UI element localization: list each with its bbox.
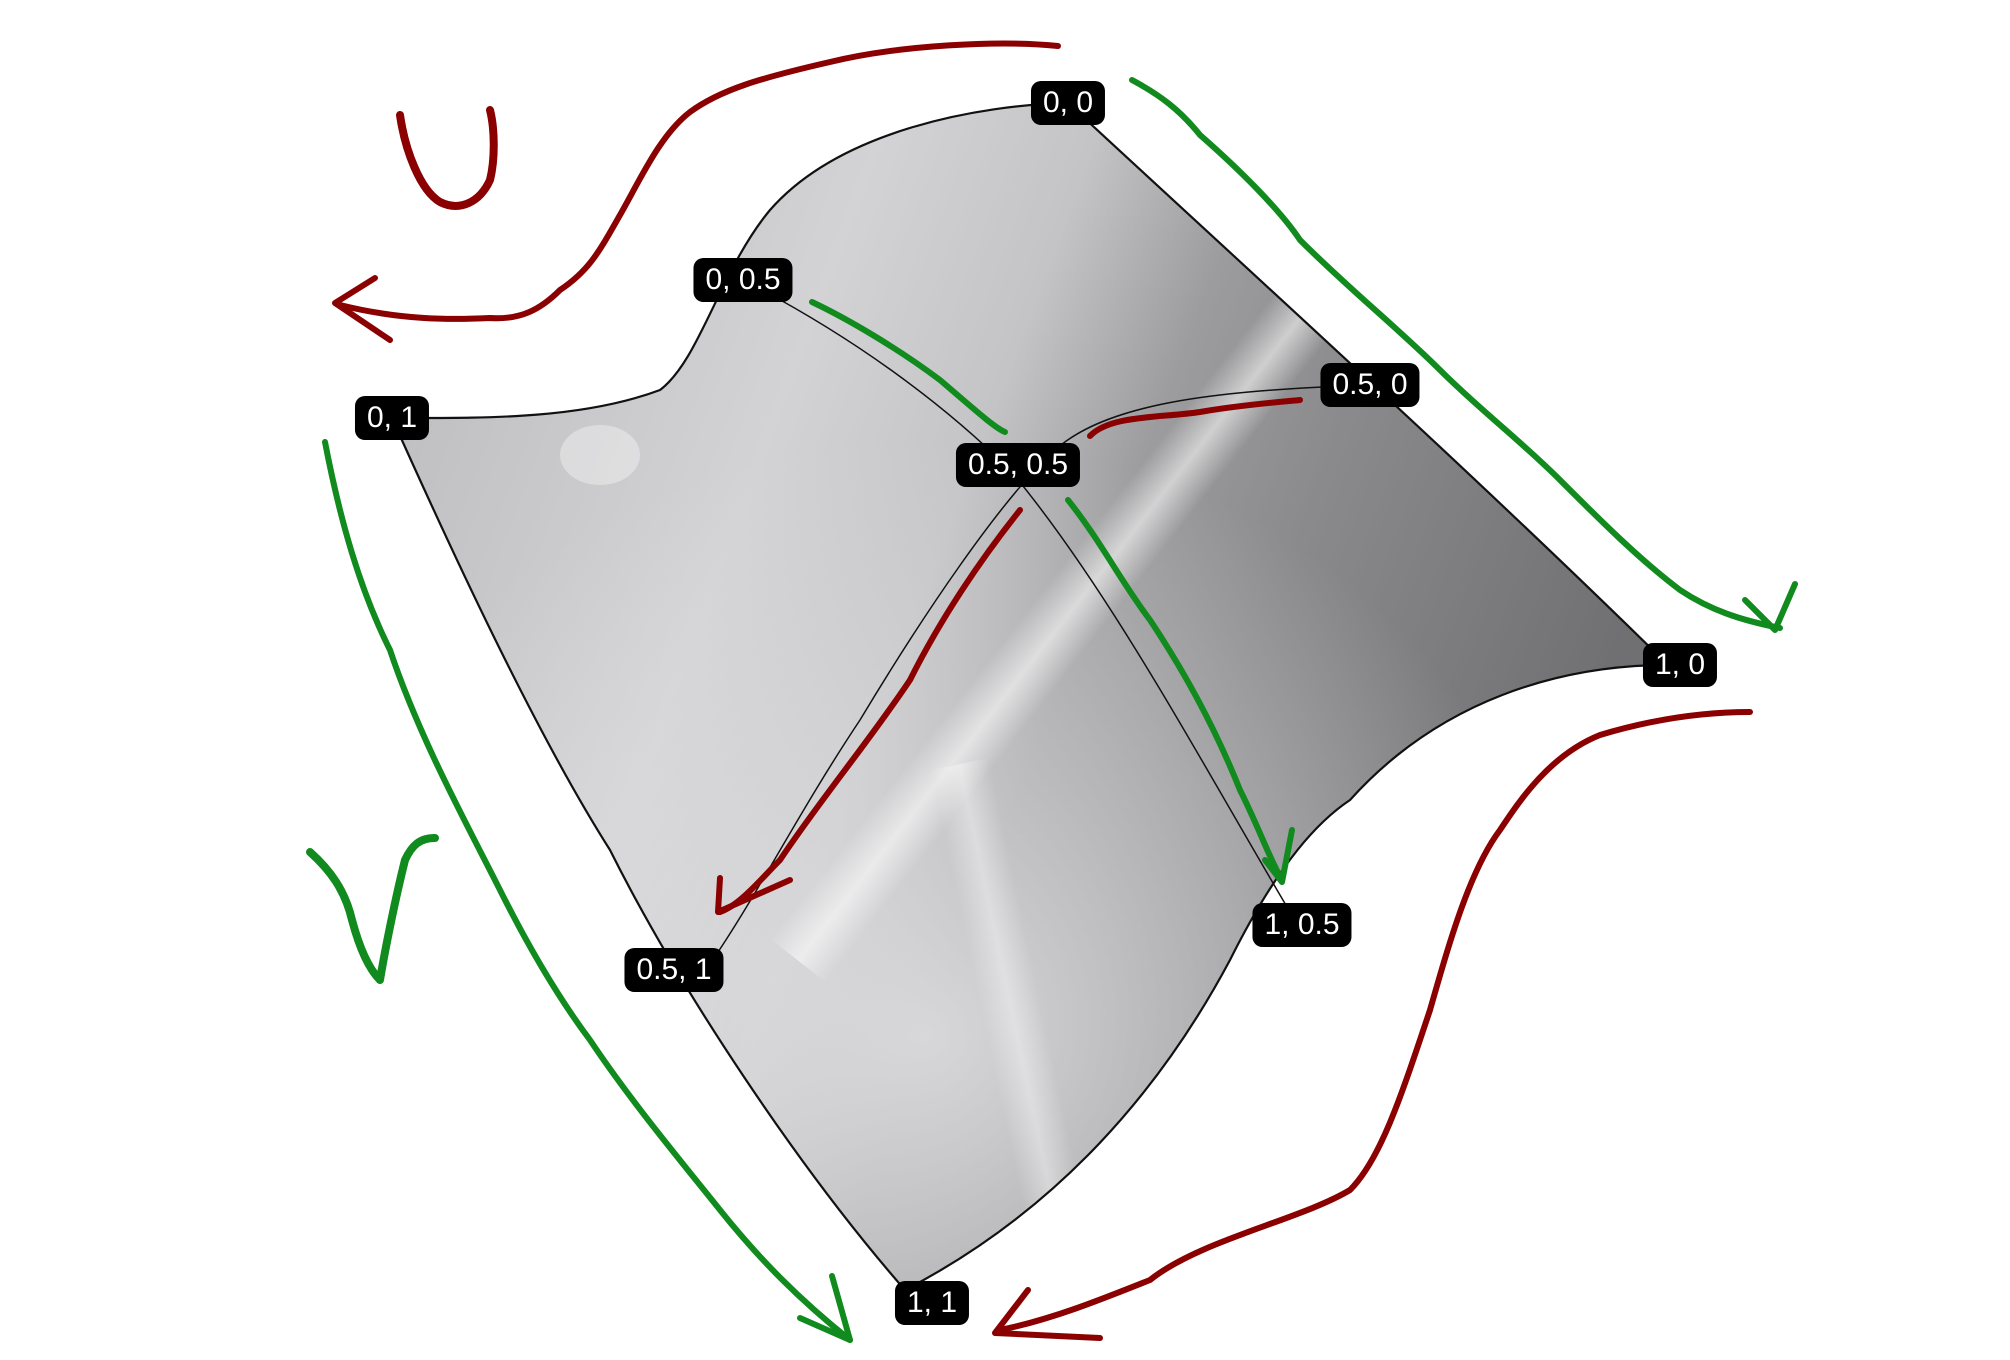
- label-0-0: 0, 0: [1030, 81, 1106, 125]
- label-1-0.5: 1, 0.5: [1252, 903, 1352, 947]
- u-arrow-top: [337, 40, 1061, 322]
- v-arrow-left: [322, 439, 853, 1343]
- u-arrow-bottom: [997, 709, 1753, 1333]
- label-1-0: 1, 0: [1642, 643, 1718, 687]
- u-arrow-diag-head: [715, 875, 793, 915]
- v-arrow-mid-lower: [1065, 497, 1285, 883]
- u-direction-strokes: [332, 40, 1753, 1341]
- v-arrow-mid-upper: [809, 299, 1008, 435]
- edge-u1-left: [390, 417, 906, 1291]
- label-1-1: 1, 1: [894, 1281, 970, 1325]
- label-0-1: 0, 1: [354, 396, 430, 440]
- label-0.5-1: 0.5, 1: [624, 948, 724, 992]
- iso-curve-u-half: [713, 384, 1371, 959]
- u-arrow-bottom-head: [992, 1287, 1103, 1341]
- v-direction-strokes: [322, 77, 1798, 1343]
- u-letter-glyph: [396, 106, 498, 210]
- u-arrow-top-head: [332, 275, 393, 343]
- edge-v1-bottom: [904, 663, 1669, 1291]
- v-arrow-left-head: [797, 1273, 853, 1343]
- v-arrow-top: [1129, 77, 1783, 631]
- u-arrow-diag: [717, 507, 1023, 915]
- u-arrow-mid: [1087, 397, 1303, 439]
- v-letter-glyph: [306, 834, 439, 984]
- label-0-0.5: 0, 0.5: [693, 258, 793, 302]
- label-0.5-0: 0.5, 0: [1320, 363, 1420, 407]
- v-arrow-mid-head: [1262, 827, 1295, 885]
- label-0.5-0.5: 0.5, 0.5: [955, 443, 1081, 487]
- v-arrow-top-head: [1742, 581, 1798, 633]
